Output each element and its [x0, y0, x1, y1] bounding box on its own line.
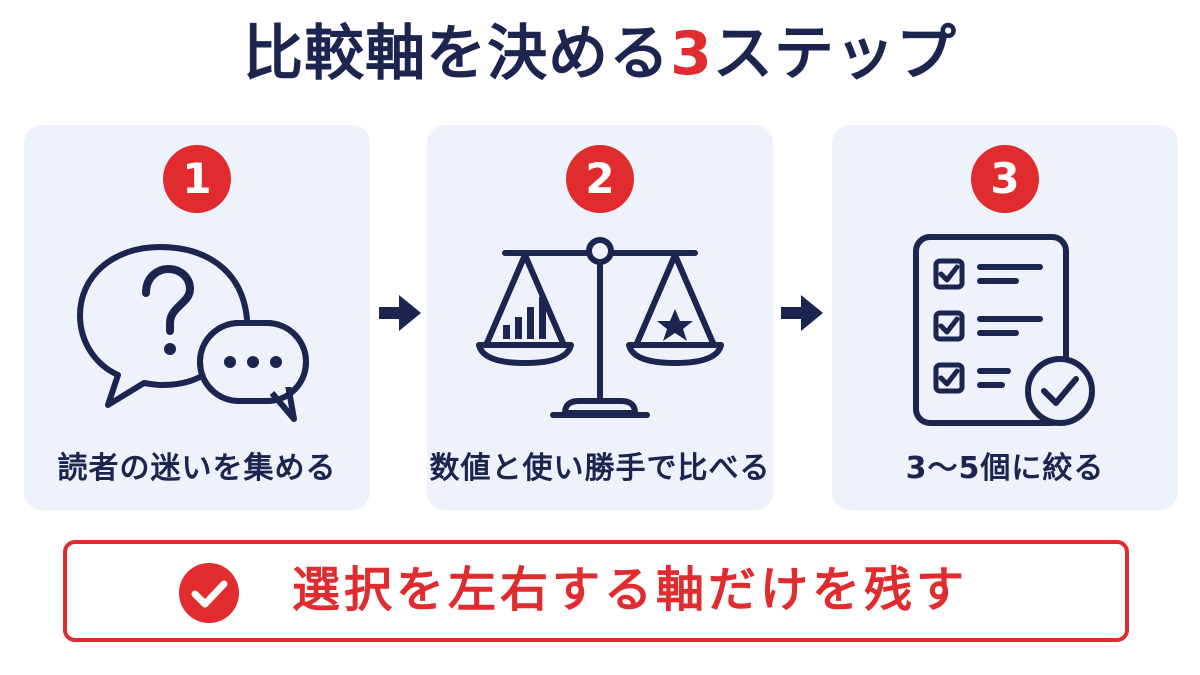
step-label-2: 数値と使い勝手で比べる [429, 451, 771, 486]
balance-scale-icon [476, 237, 724, 418]
arrow-right-icon [379, 295, 421, 331]
step-number-badge-1: 1 [163, 145, 231, 213]
title-suffix: ステップ [712, 19, 957, 89]
page-title: 比較軸を決める3ステップ [0, 20, 1200, 89]
callout-text: 選択を左右する軸だけを残す [292, 562, 969, 618]
step-card-1: 1 読者の迷いを集める [24, 125, 370, 510]
check-circle-icon [179, 563, 239, 623]
title-prefix: 比較軸を決める [243, 19, 671, 89]
question-speech-bubbles-icon [77, 244, 309, 422]
arrow-right-icon [781, 295, 823, 331]
step-label-1: 読者の迷いを集める [57, 451, 337, 486]
step-card-2: 2 数値と使い勝手で比べる [427, 125, 773, 510]
step-card-3: 3 3〜5個に絞る [832, 125, 1178, 510]
step-number-badge-3: 3 [971, 145, 1039, 213]
step-label-3: 3〜5個に絞る [905, 451, 1105, 486]
step-number-badge-2: 2 [566, 145, 634, 213]
checklist-icon [913, 234, 1095, 426]
key-point-callout: 選択を左右する軸だけを残す [63, 540, 1129, 642]
title-accent-number: 3 [670, 19, 713, 89]
